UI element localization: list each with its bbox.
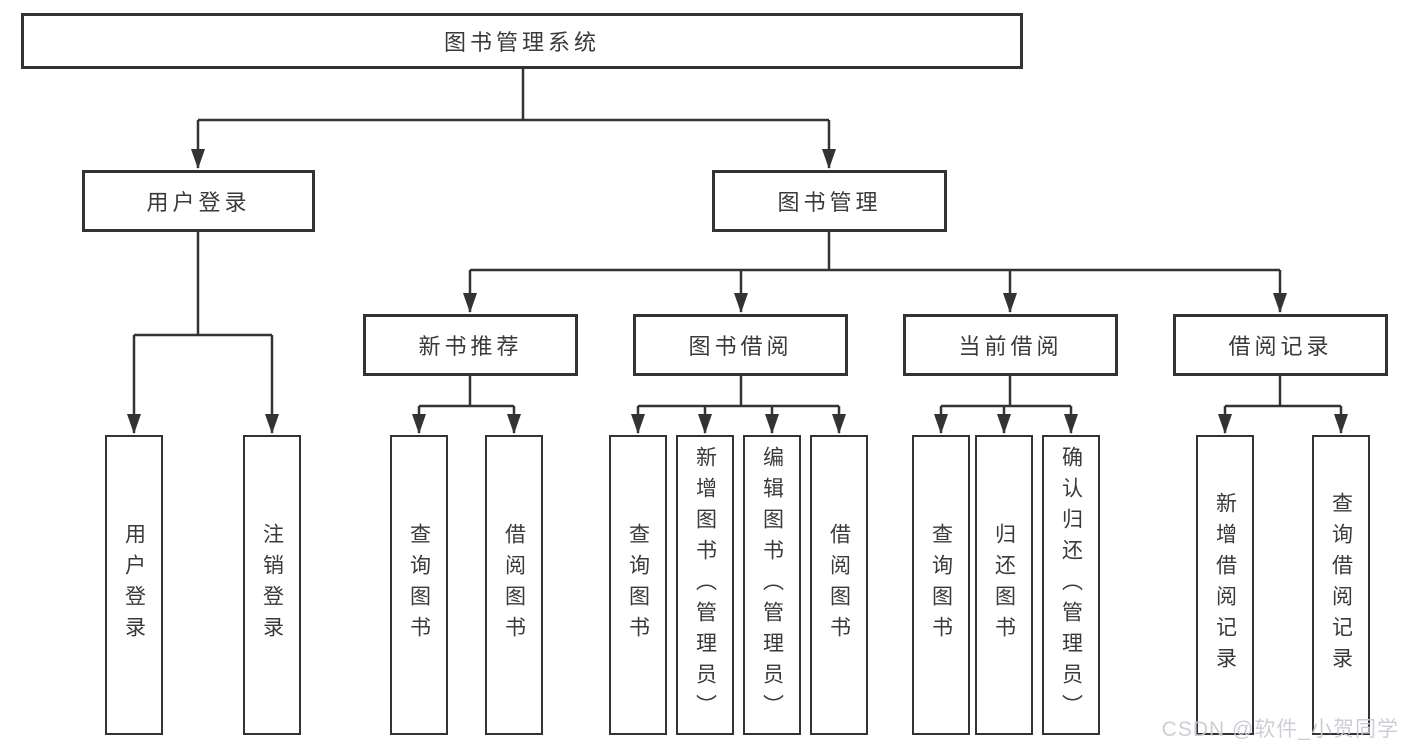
leaf-query-book-borrow: 查询图书 <box>609 435 667 735</box>
node-book-mgmt: 图书管理 <box>712 170 947 232</box>
connector-current-borrow-skeleton <box>941 376 1071 408</box>
node-borrow-record: 借阅记录 <box>1173 314 1388 376</box>
connector-new-book-skeleton <box>419 376 514 408</box>
leaf-edit-book-admin: 编辑图书（管理员） <box>743 435 801 735</box>
node-user-login: 用户登录 <box>82 170 315 232</box>
node-new-book-rec: 新书推荐 <box>363 314 578 376</box>
node-root: 图书管理系统 <box>21 13 1023 69</box>
leaf-logout: 注销登录 <box>243 435 301 735</box>
leaf-user-login: 用户登录 <box>105 435 163 735</box>
connector-borrow-record-skeleton <box>1225 376 1341 408</box>
leaf-add-book-admin: 新增图书（管理员） <box>676 435 734 735</box>
node-current-borrow: 当前借阅 <box>903 314 1118 376</box>
leaf-return-book: 归还图书 <box>975 435 1033 735</box>
leaf-query-book-rec: 查询图书 <box>390 435 448 735</box>
leaf-confirm-return-admin: 确认归还（管理员） <box>1042 435 1100 735</box>
leaf-query-book-current: 查询图书 <box>912 435 970 735</box>
leaf-add-borrow-record: 新增借阅记录 <box>1196 435 1254 735</box>
connector-book-borrow-skeleton <box>638 376 839 408</box>
connector-root-skeleton <box>198 69 829 122</box>
csdn-watermark: CSDN @软件_小贺同学 <box>1161 718 1399 741</box>
leaf-borrow-book: 借阅图书 <box>810 435 868 735</box>
leaf-borrow-book-rec: 借阅图书 <box>485 435 543 735</box>
connector-user-login-skeleton <box>134 232 272 337</box>
connector-book-mgmt-skeleton <box>470 232 1280 272</box>
leaf-query-borrow-record: 查询借阅记录 <box>1312 435 1370 735</box>
node-book-borrow: 图书借阅 <box>633 314 848 376</box>
